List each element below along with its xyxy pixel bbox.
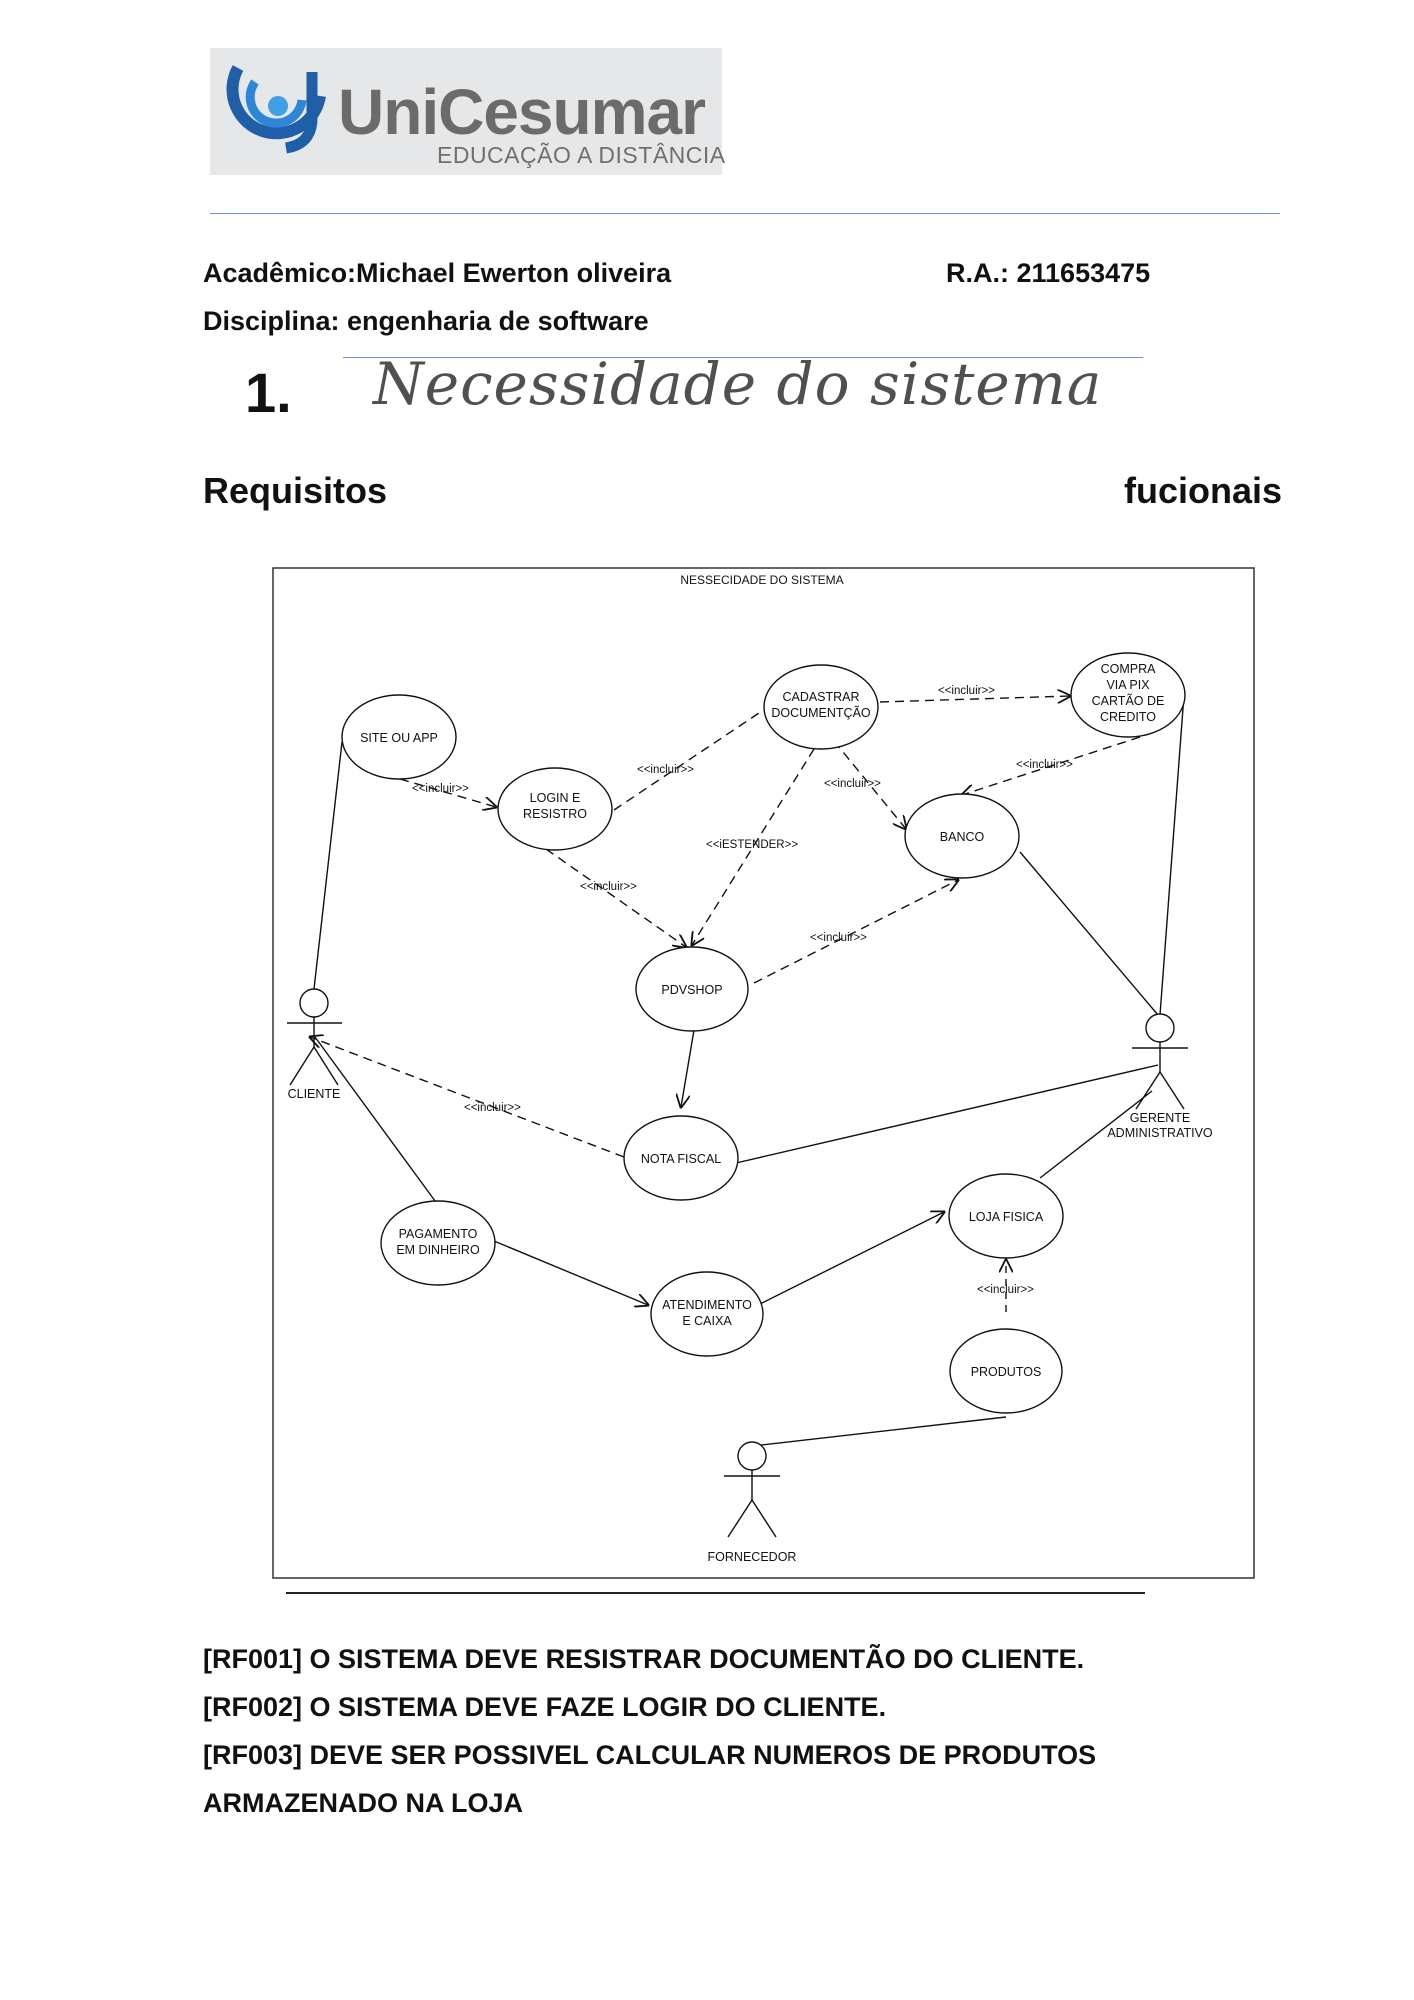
actor-fornecedor-label: FORNECEDOR	[708, 1550, 797, 1564]
usecase-site-ou-app	[341, 694, 457, 780]
usecase-pdvshop	[635, 946, 749, 1032]
academico-field: Acadêmico:Michael Ewerton oliveira	[203, 258, 672, 288]
edge-login-pdv	[545, 848, 686, 947]
diagram-title: NESSECIDADE DO SISTEMA	[680, 573, 843, 587]
system-boundary	[272, 567, 1255, 1579]
label-cadastrar-compra: <<incluir>>	[938, 685, 995, 697]
actor-cliente-icon	[287, 988, 342, 1086]
edge-cadastrar-banco	[833, 740, 906, 829]
requirements-heading-right: fucionais	[1123, 470, 1282, 511]
edge-banco-gerente	[1019, 851, 1159, 1016]
actor-gerente-icon	[1132, 1013, 1188, 1110]
edge-login-cadastrar	[613, 706, 769, 811]
section-number: 1.	[245, 361, 292, 424]
label-nota-cliente: <<incluir>>	[464, 1102, 521, 1114]
usecase-cadastrar-documentacao	[763, 664, 879, 750]
edge-compra-gerente	[1159, 694, 1185, 1016]
usecase-banco-text: BANCO	[940, 830, 985, 844]
edge-nota-cliente	[310, 1037, 625, 1158]
requirement-rf002: [RF002] O SISTEMA DEVE FAZE LOGIR DO CLI…	[203, 1692, 887, 1722]
label-login-cadastrar: <<incluir>>	[637, 764, 694, 776]
edge-cadastrar-compra	[879, 696, 1070, 702]
edge-pagamento-atendimento	[493, 1240, 648, 1305]
edge-produtos-fornecedor	[743, 1416, 1007, 1448]
logo-subtitle: EDUCAÇÃO A DISTÂNCIA	[437, 142, 726, 168]
usecase-produtos-text: PRODUTOS	[971, 1365, 1042, 1379]
edge-site-login	[399, 778, 496, 807]
logo-brand-text: UniCesumar	[338, 76, 706, 148]
label-login-pdv: <<incluir>>	[580, 881, 637, 893]
actor-cliente-label: CLIENTE	[288, 1087, 341, 1101]
edge-cliente-pagamento	[314, 1036, 439, 1206]
usecase-loja-text: LOJA FISICA	[969, 1210, 1044, 1224]
usecase-atendimento-caixa	[650, 1271, 764, 1357]
usecase-compra-pix-cartao	[1070, 652, 1186, 738]
disciplina-field: Disciplina: engenharia de software	[203, 306, 649, 336]
section-title: Necessidade do sistema	[373, 350, 1103, 418]
label-cadastrar-pdv: <<iESTENDER>>	[706, 839, 798, 851]
use-case-diagram: NESSECIDADE DO SISTEMA <<incluir>> <<inc…	[272, 567, 1255, 1579]
label-pdv-banco: <<incluir>>	[810, 932, 867, 944]
ra-field: R.A.: 211653475	[946, 258, 1151, 288]
edge-nota-gerente	[735, 1064, 1159, 1164]
usecase-site-text: SITE OU APP	[360, 731, 438, 745]
actor-fornecedor-icon	[724, 1441, 780, 1538]
requirement-rf003: [RF003] DEVE SER POSSIVEL CALCULAR NUMER…	[203, 1740, 1097, 1770]
requirement-rf003-continued: ARMAZENADO NA LOJA	[203, 1788, 523, 1818]
usecase-loja-fisica	[948, 1173, 1064, 1259]
usecase-nota-text: NOTA FISCAL	[641, 1152, 721, 1166]
usecase-banco	[904, 793, 1020, 879]
edge-cadastrar-pdv	[692, 748, 815, 945]
edge-pdv-banco	[753, 880, 958, 984]
edge-atendimento-loja	[759, 1212, 944, 1305]
usecase-produtos	[949, 1328, 1063, 1414]
edge-cliente-site	[313, 741, 343, 990]
edge-compra-banco	[962, 736, 1141, 795]
usecase-login-resistro	[497, 767, 613, 851]
requirement-rf001: [RF001] O SISTEMA DEVE RESISTRAR DOCUMEN…	[203, 1644, 1085, 1674]
label-compra-banco: <<incluir>>	[1016, 759, 1073, 771]
usecase-pagamento-dinheiro	[380, 1200, 496, 1286]
usecase-nota-fiscal	[623, 1115, 739, 1201]
label-site-login: <<incluir>>	[412, 783, 469, 795]
edge-pdv-nota	[681, 1029, 695, 1107]
edge-loja-gerente	[1039, 1090, 1153, 1179]
header-divider	[210, 213, 1280, 214]
section-divider	[343, 357, 1143, 358]
label-produtos-loja: <<incluir>>	[977, 1284, 1034, 1296]
diagram-bottom-rule	[286, 1592, 1145, 1594]
requirements-heading-left: Requisitos	[203, 470, 388, 511]
unicesumar-logo-icon	[226, 65, 326, 154]
label-cadastrar-banco: <<incluir>>	[824, 778, 881, 790]
usecase-pdvshop-text: PDVSHOP	[661, 983, 722, 997]
